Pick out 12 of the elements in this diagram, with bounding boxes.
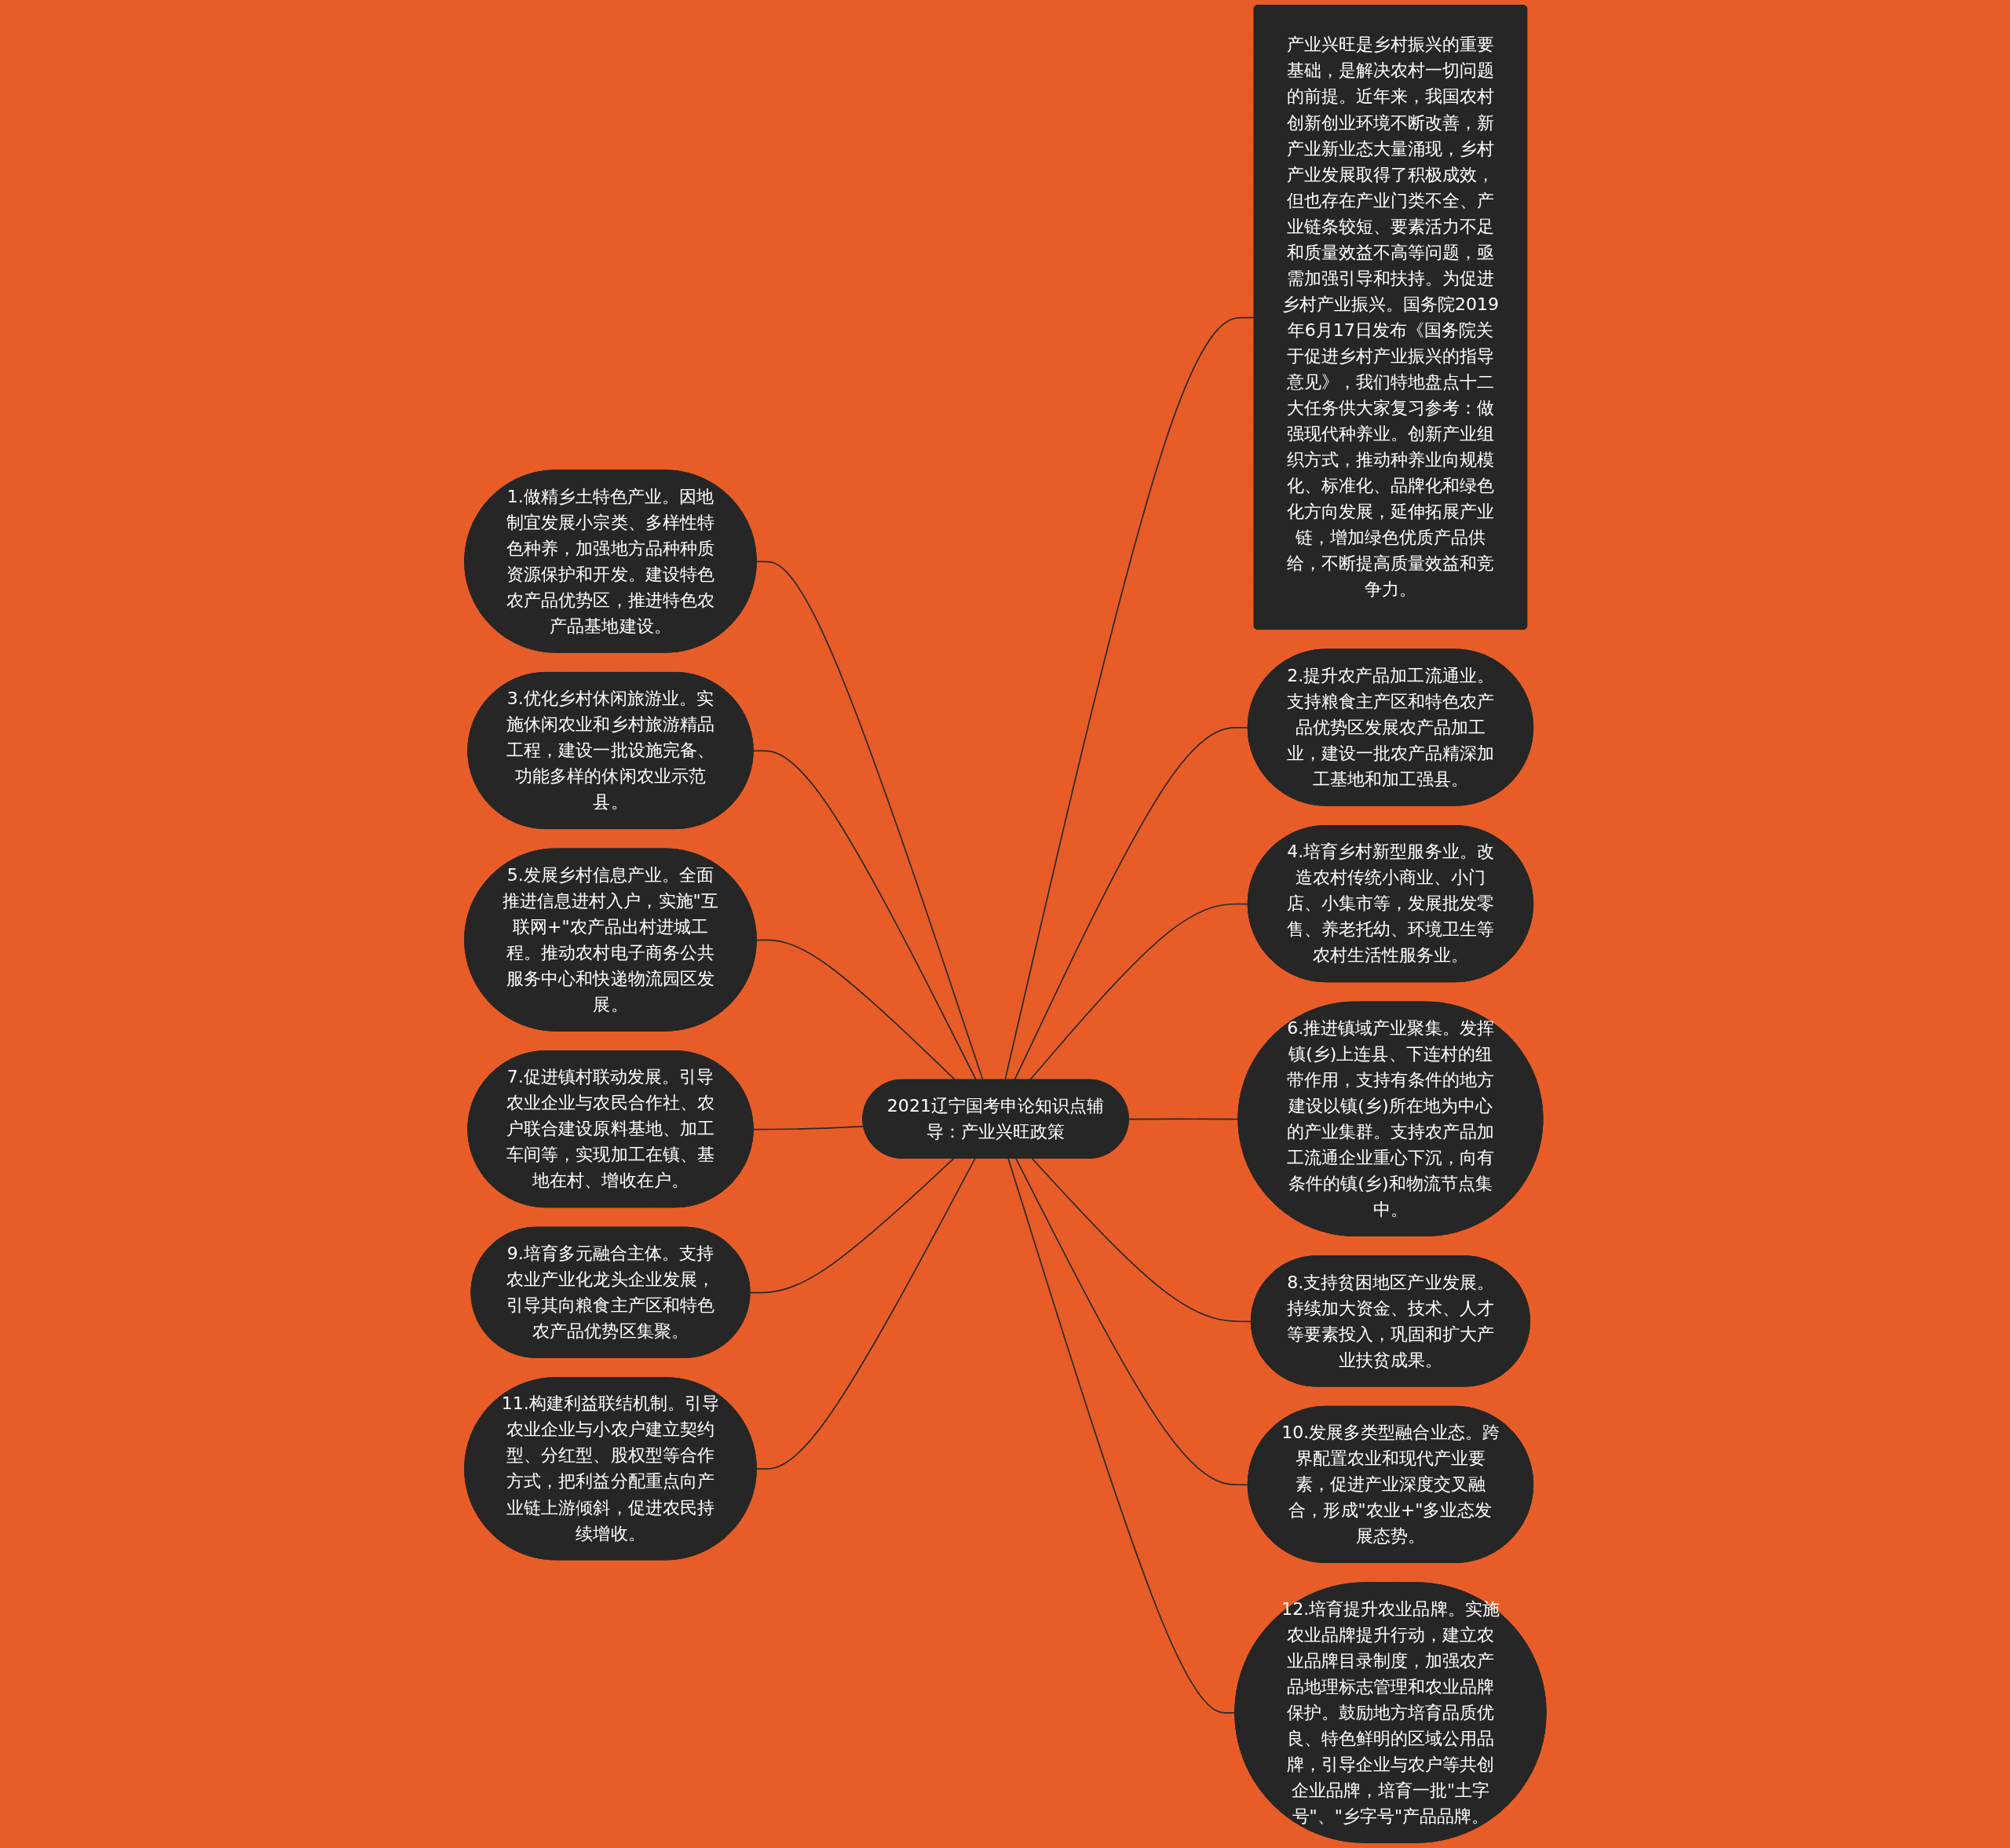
connector bbox=[1007, 1157, 1236, 1714]
connector bbox=[749, 1157, 955, 1294]
connector bbox=[755, 1157, 976, 1470]
connector bbox=[752, 750, 977, 1081]
connector bbox=[1127, 1118, 1239, 1120]
connector bbox=[1029, 903, 1249, 1081]
connector bbox=[1014, 1157, 1249, 1486]
connector bbox=[1013, 727, 1249, 1081]
connector bbox=[752, 1126, 864, 1130]
connector bbox=[755, 561, 984, 1081]
connector bbox=[1031, 1157, 1252, 1323]
connector bbox=[755, 939, 956, 1081]
